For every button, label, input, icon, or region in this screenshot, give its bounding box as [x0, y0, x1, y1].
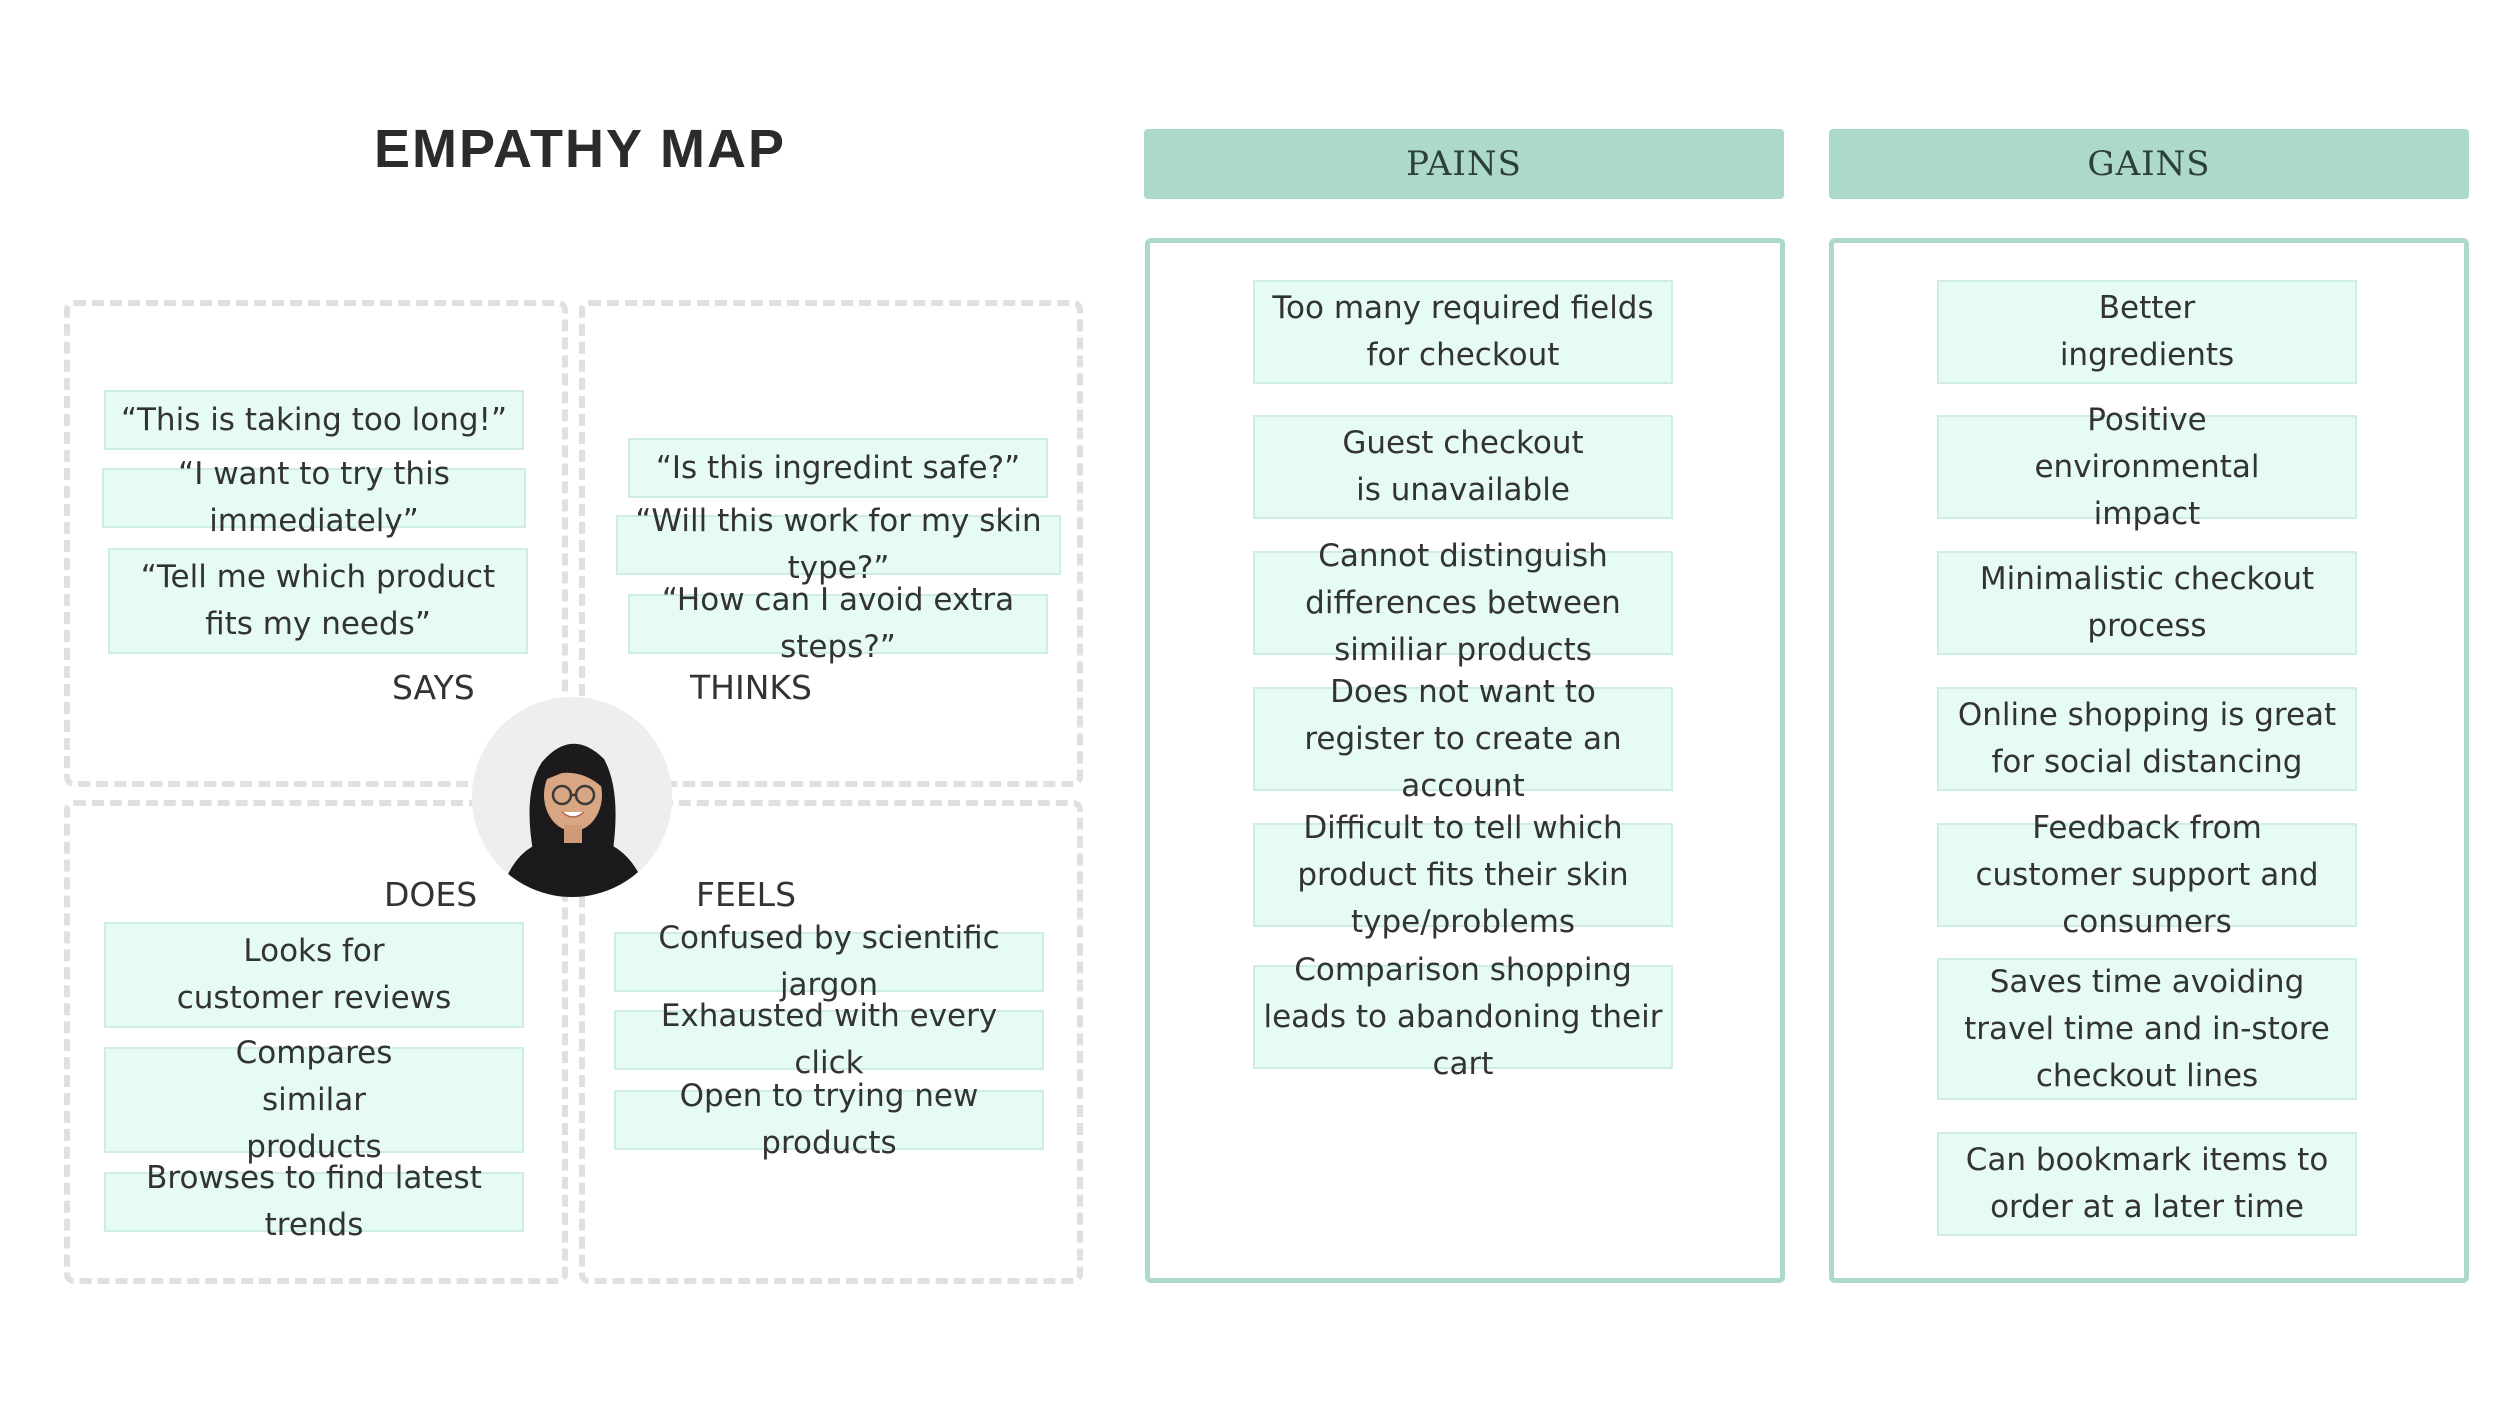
- gain-note: Positive environmental impact: [1937, 415, 2357, 519]
- gain-note: Saves time avoiding travel time and in-s…: [1937, 958, 2357, 1100]
- thinks-note: “How can I avoid extra steps?”: [628, 594, 1048, 654]
- does-note: Looks for customer reviews: [104, 922, 524, 1028]
- feels-note: Confused by scientific jargon: [614, 932, 1044, 992]
- pain-note: Difficult to tell which product fits the…: [1253, 823, 1673, 927]
- page-title: EMPATHY MAP: [360, 118, 800, 180]
- says-note: “Tell me which product fits my needs”: [108, 548, 528, 654]
- says-note: “I want to try this immediately”: [102, 468, 526, 528]
- does-label: DOES: [384, 875, 477, 914]
- pain-note: Does not want to register to create an a…: [1253, 687, 1673, 791]
- does-note: Browses to find latest trends: [104, 1172, 524, 1232]
- feels-note: Exhausted with every click: [614, 1010, 1044, 1070]
- pain-note: Too many required fields for checkout: [1253, 280, 1673, 384]
- pains-header: PAINS: [1144, 129, 1784, 199]
- thinks-note: “Is this ingredint safe?”: [628, 438, 1048, 498]
- feels-note: Open to trying new products: [614, 1090, 1044, 1150]
- does-note: Compares similar products: [104, 1047, 524, 1153]
- pain-note: Comparison shopping leads to abandoning …: [1253, 965, 1673, 1069]
- pain-note: Guest checkout is unavailable: [1253, 415, 1673, 519]
- gain-note: Minimalistic checkout process: [1937, 551, 2357, 655]
- gains-header: GAINS: [1829, 129, 2469, 199]
- persona-avatar: [472, 697, 672, 897]
- thinks-label: THINKS: [690, 668, 812, 707]
- feels-label: FEELS: [696, 875, 796, 914]
- says-label: SAYS: [392, 668, 475, 707]
- gain-note: Can bookmark items to order at a later t…: [1937, 1132, 2357, 1236]
- pain-note: Cannot distinguish differences between s…: [1253, 551, 1673, 655]
- says-note: “This is taking too long!”: [104, 390, 524, 450]
- thinks-note: “Will this work for my skin type?”: [616, 515, 1061, 575]
- gain-note: Better ingredients: [1937, 280, 2357, 384]
- gain-note: Feedback from customer support and consu…: [1937, 823, 2357, 927]
- gain-note: Online shopping is great for social dist…: [1937, 687, 2357, 791]
